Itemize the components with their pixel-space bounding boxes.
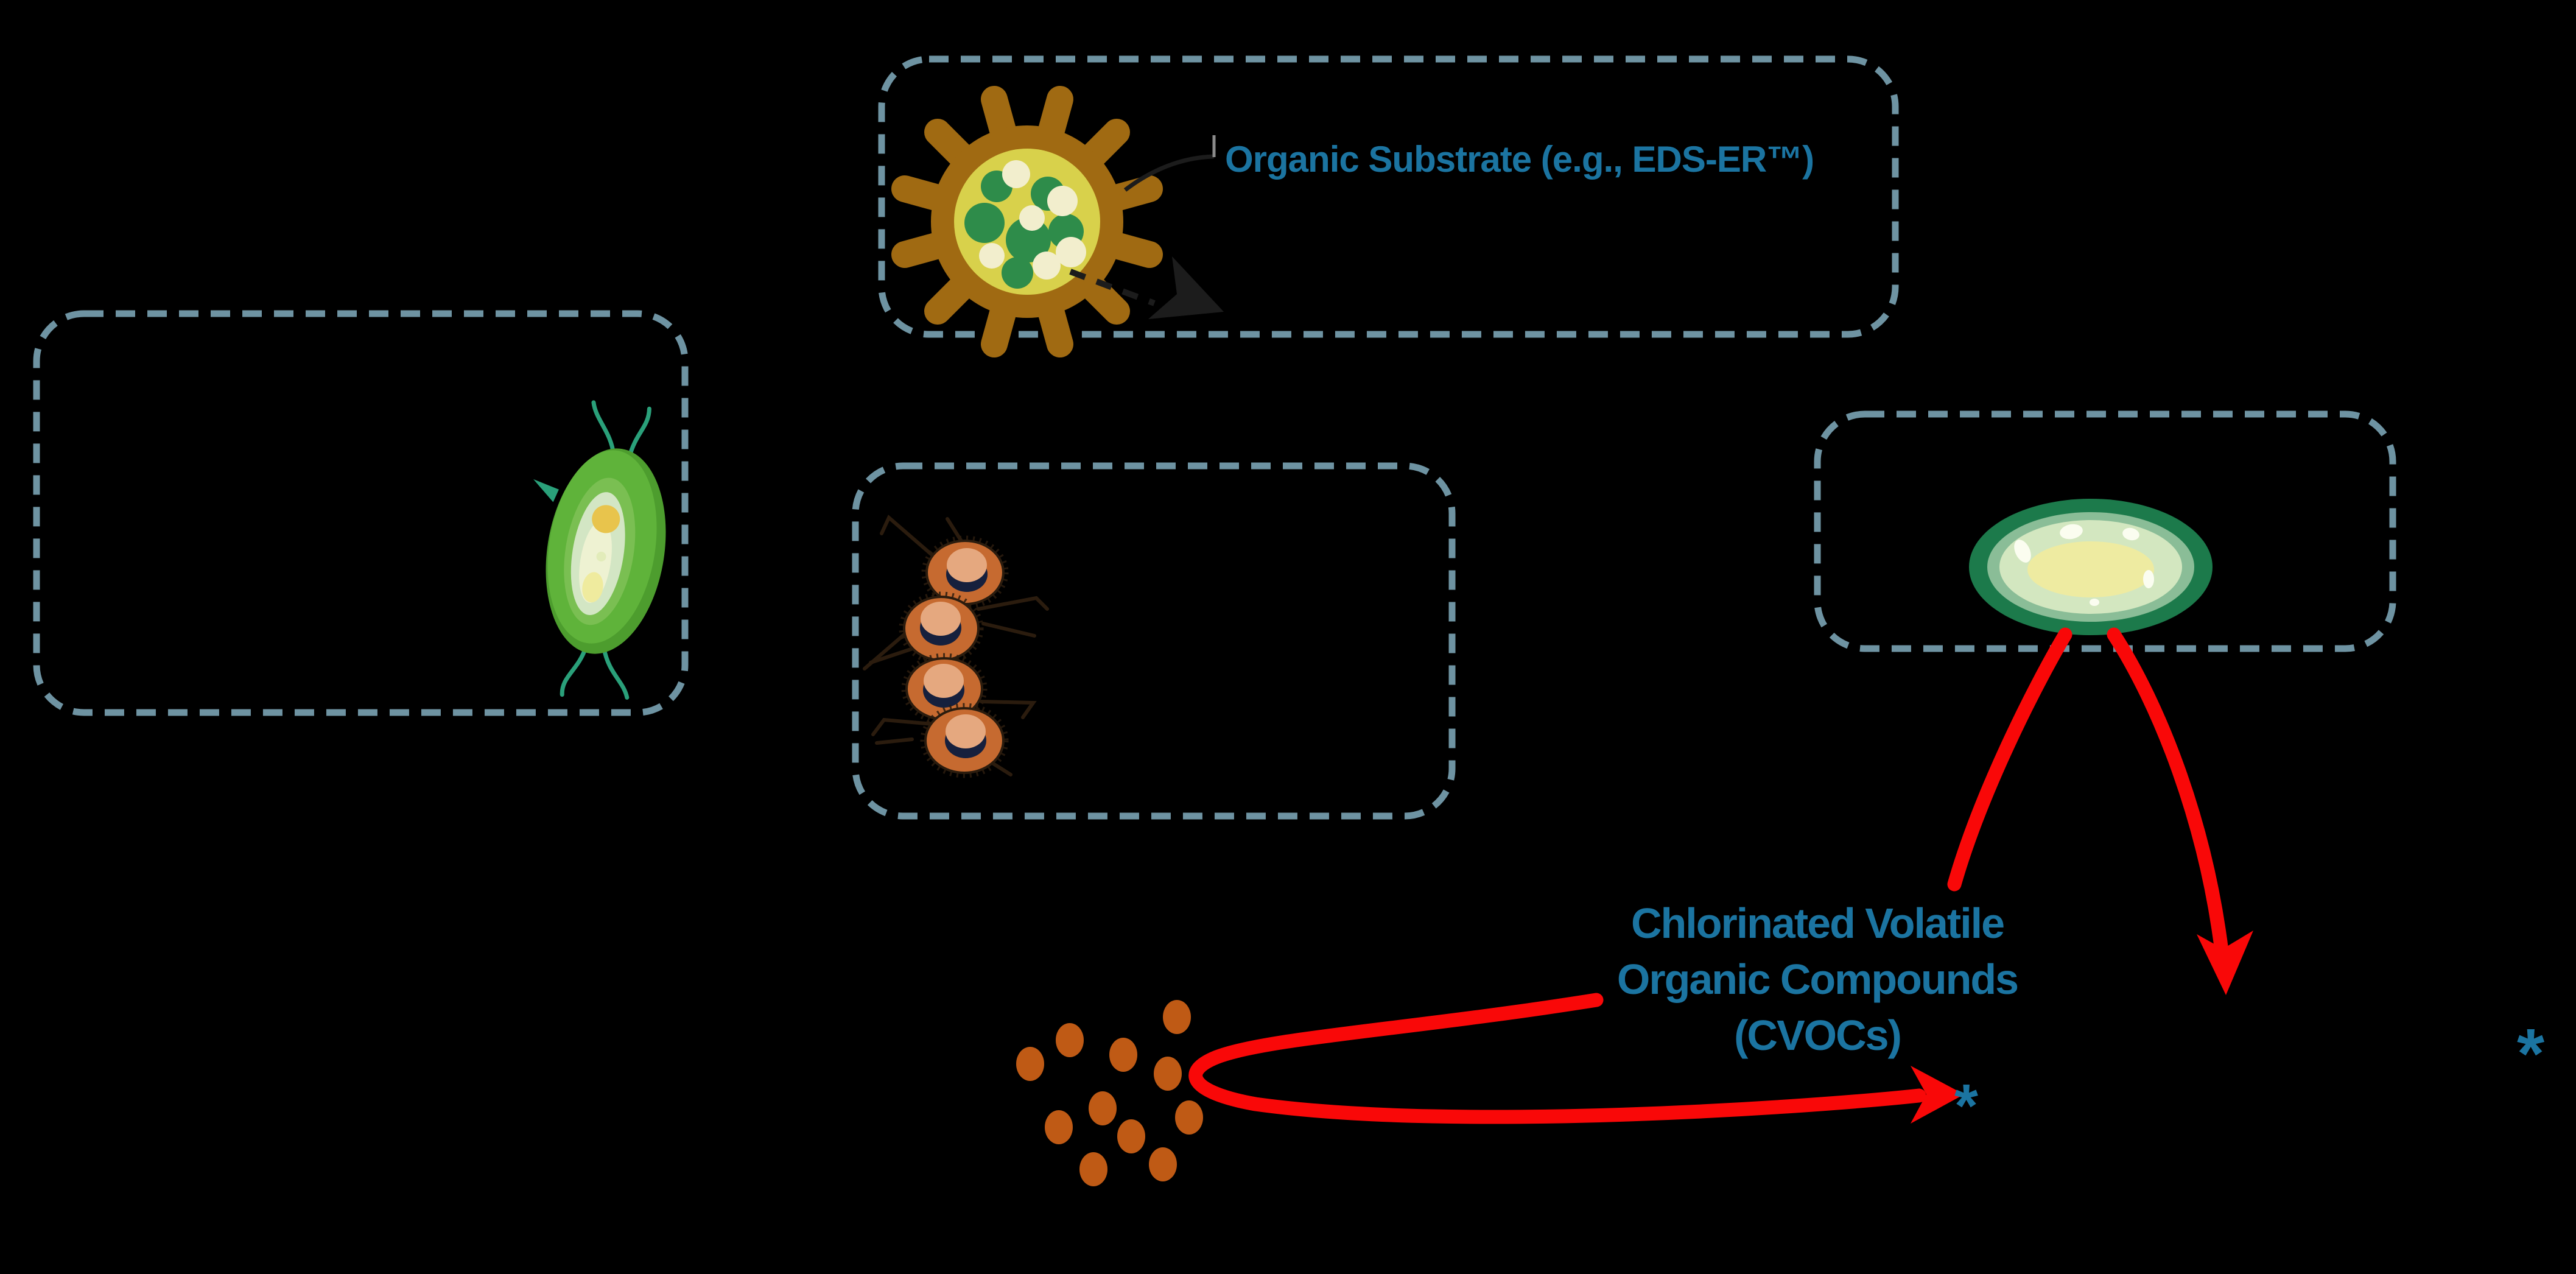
footnote-asterisk-right: * [2517,1014,2545,1093]
cocci-chain-box [852,462,1456,820]
organic-substrate-label: Organic Substrate (e.g., EDS-ER™) [1225,139,1814,180]
green-bacterium-box [33,310,689,716]
substrate-release-dashed-arrow [1069,256,1224,319]
green-bacterium-icon [533,400,666,700]
cocci-chain-icon [863,515,1049,778]
substrate-pointer-line [1123,135,1216,192]
cocci-cell [920,703,1009,778]
cocci-cell [899,591,984,666]
cvoc-label: Chlorinated Volatile Organic Compounds (… [1616,899,2019,1059]
cell-discharge-red-arrow [1947,627,2253,995]
substrate-particle-icon [891,86,1163,357]
organic-substrate-box [878,55,1899,338]
green-oval-cell-box [1814,410,2396,652]
footnote-asterisk: * [1954,1072,1978,1140]
cvoc-dots-icon [1016,1000,1203,1186]
green-oval-cell-icon [1969,499,2213,635]
cvoc-capture-red-arrow [1188,993,1964,1124]
